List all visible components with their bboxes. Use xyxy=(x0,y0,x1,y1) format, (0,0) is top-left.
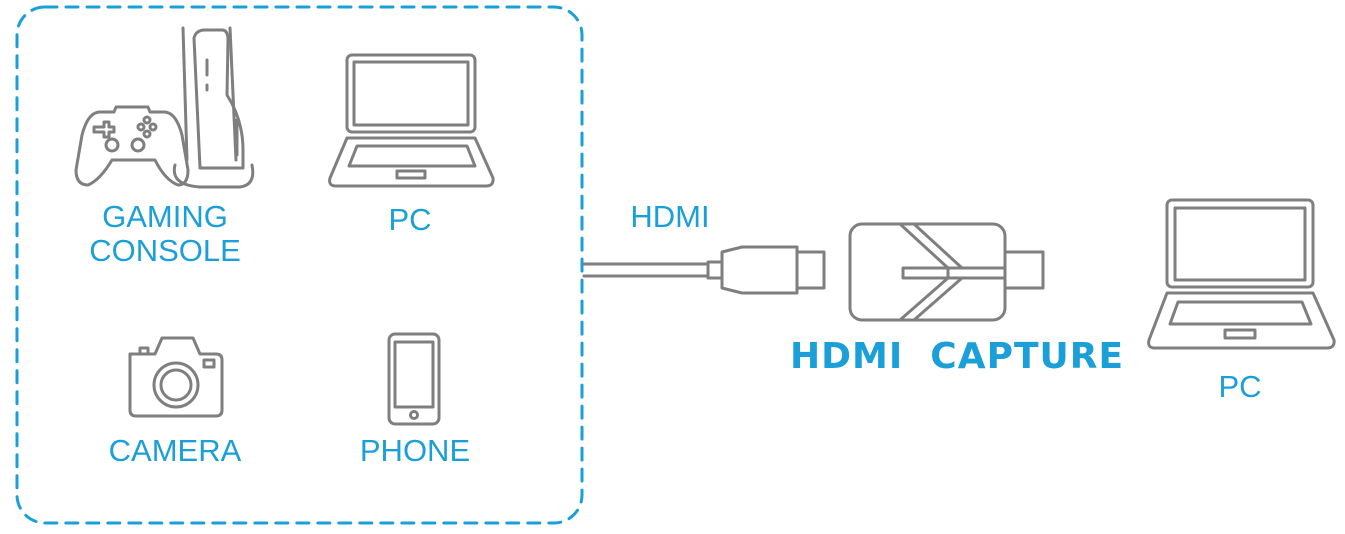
phone-label: PHONE xyxy=(359,433,471,468)
capture-card-icon xyxy=(848,222,1045,322)
phone-icon xyxy=(387,332,441,426)
pc-source-label: PC xyxy=(388,202,432,237)
hdmi-cable-label: HDMI xyxy=(630,199,710,234)
hdmi-capture-label: HDMI CAPTURE xyxy=(790,336,1125,377)
camera-label: CAMERA xyxy=(108,433,242,468)
source-group-box xyxy=(15,5,584,525)
gamepad-console-icon xyxy=(74,26,255,189)
pc-destination-label: PC xyxy=(1218,369,1262,404)
label-line: CONSOLE xyxy=(89,233,241,268)
laptop-icon-destination xyxy=(1147,198,1336,350)
laptop-icon-source xyxy=(328,53,495,188)
hdmi-cable-icon xyxy=(582,245,826,295)
label-line: GAMING xyxy=(102,199,228,234)
camera-icon xyxy=(128,336,224,418)
